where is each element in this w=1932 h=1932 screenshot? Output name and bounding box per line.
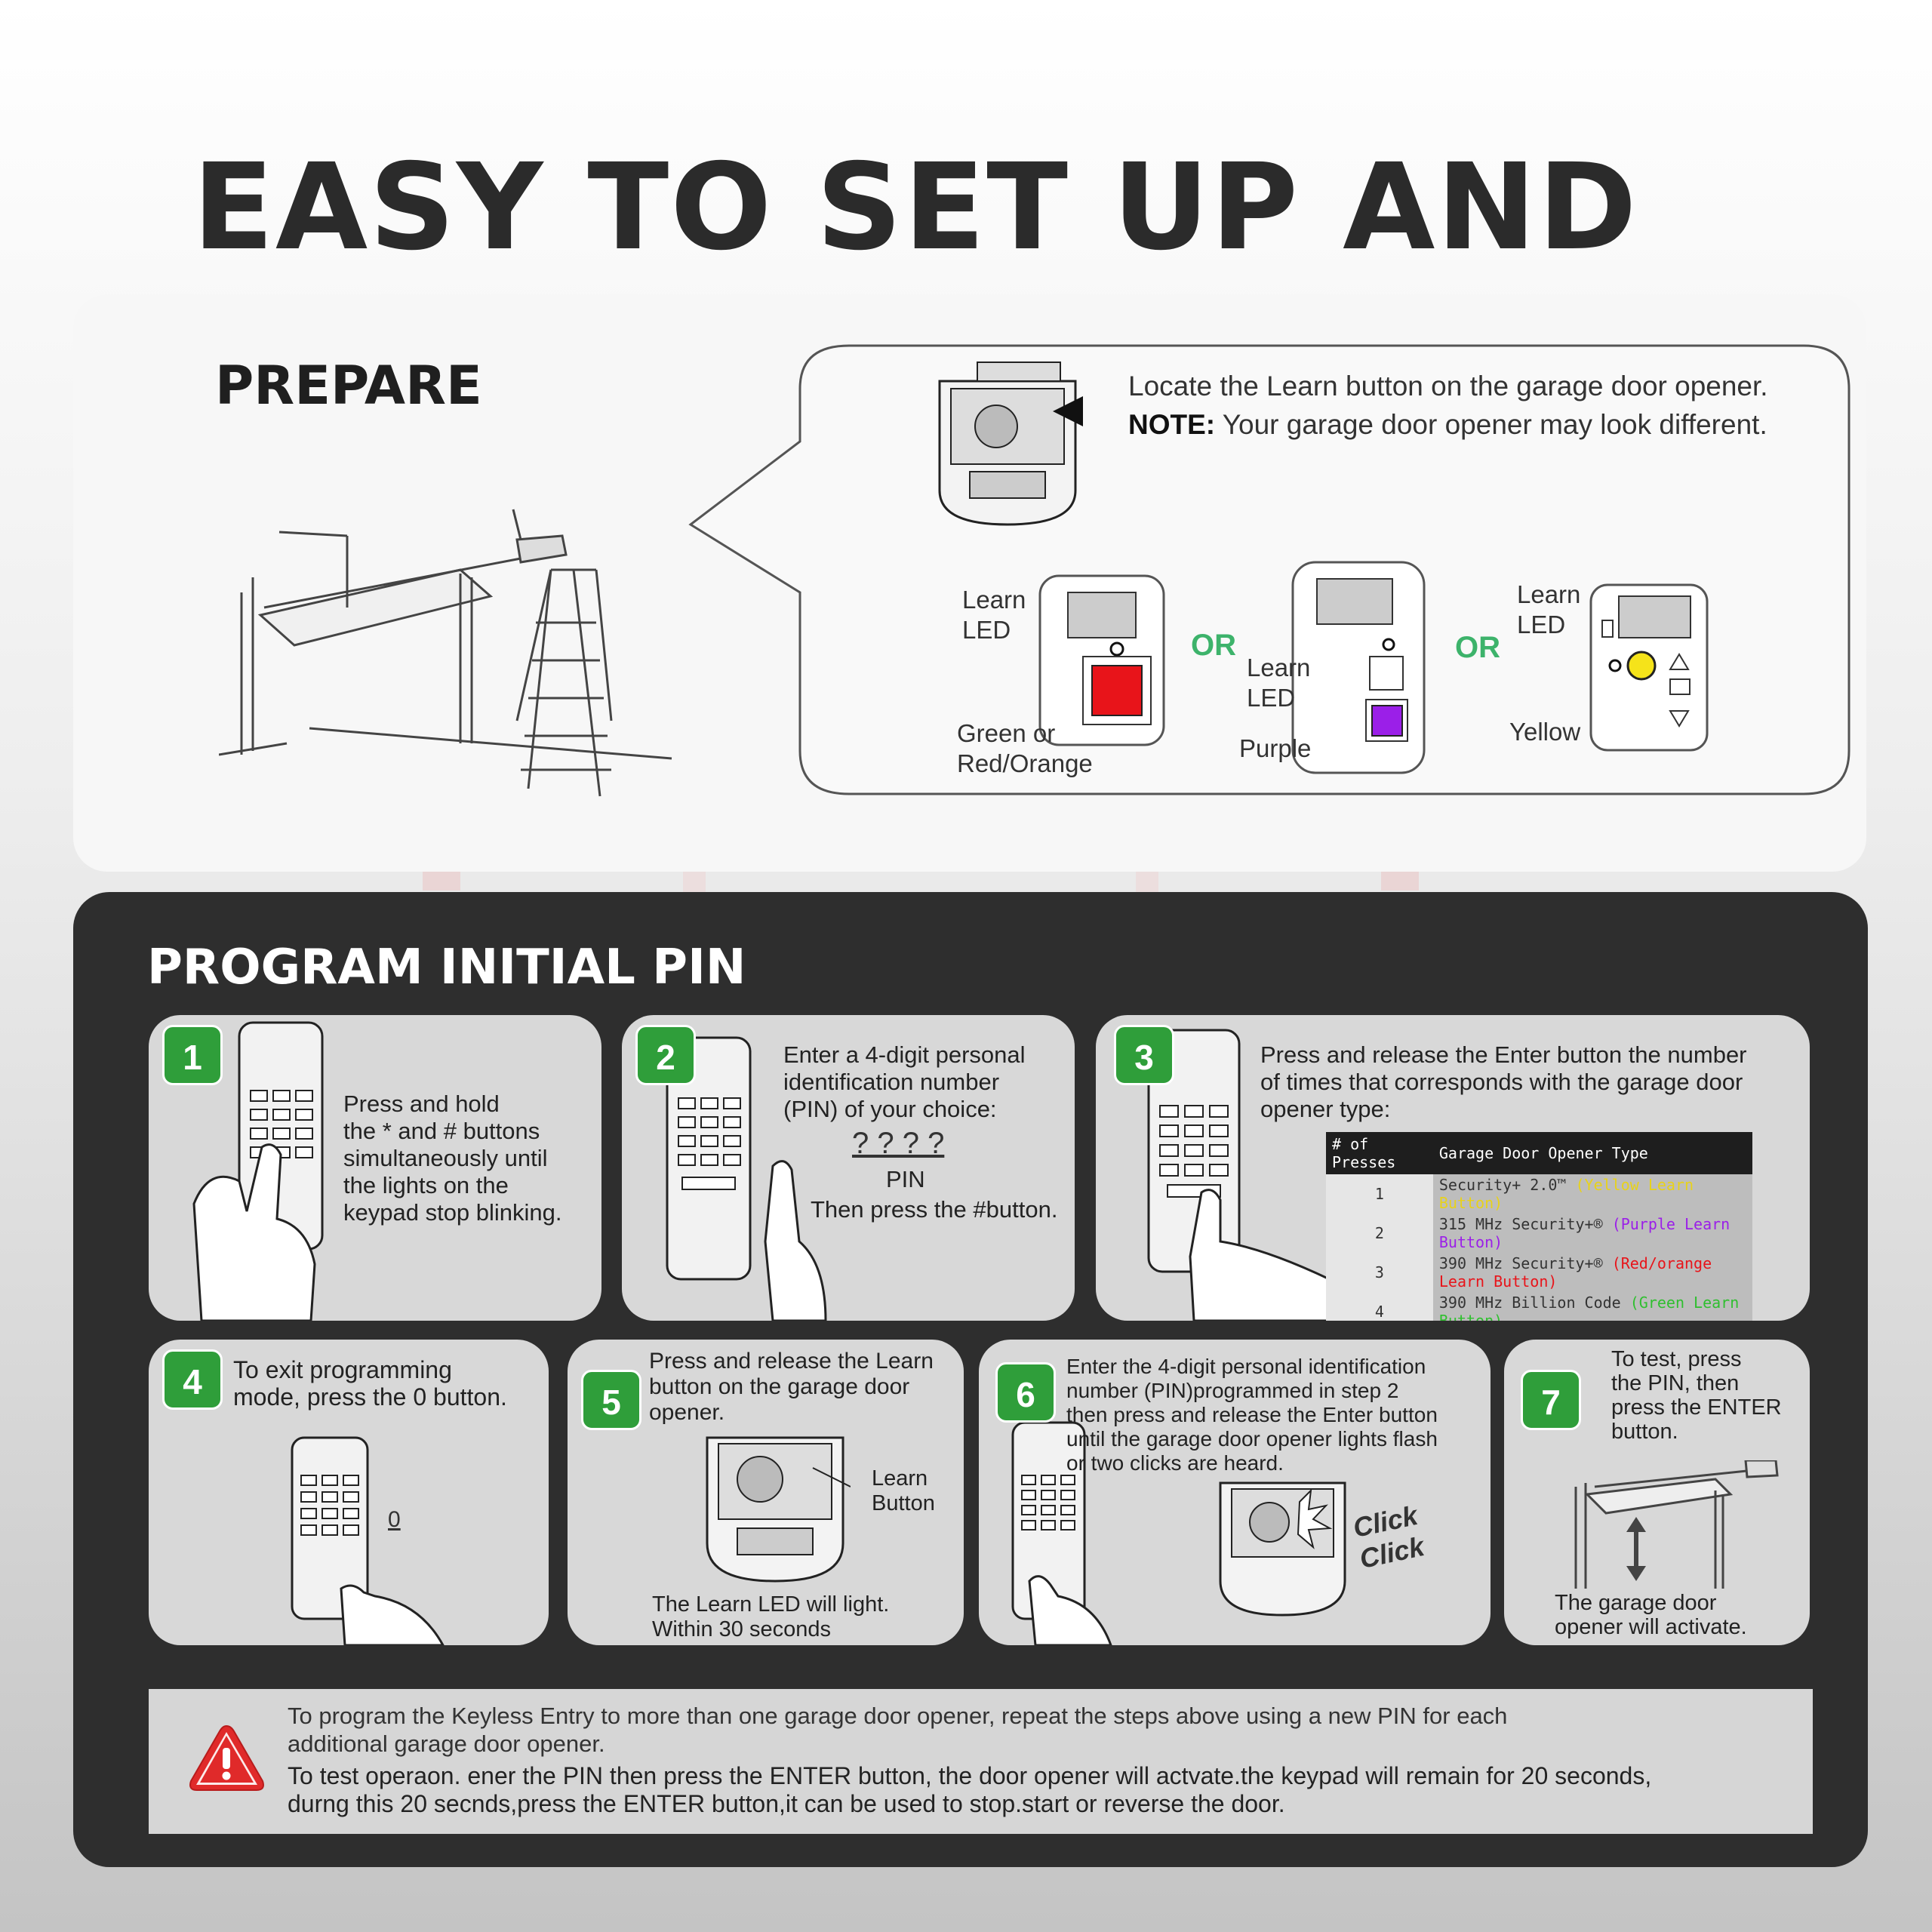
opener-learn-illustration bbox=[706, 1436, 851, 1583]
keypad-zero-illustration bbox=[291, 1436, 445, 1645]
keypad-enter-illustration bbox=[1147, 1029, 1354, 1321]
step-3-badge: 3 bbox=[1114, 1025, 1174, 1085]
table-header-type: Garage Door Opener Type bbox=[1432, 1132, 1752, 1174]
or-label-2: OR bbox=[1455, 631, 1500, 664]
variant1-led-label: Learn LED bbox=[962, 586, 1026, 644]
table-cell-presses: 3 bbox=[1326, 1253, 1433, 1292]
note-label: NOTE: bbox=[1128, 409, 1216, 440]
warning-text-2: To test operaon. ener the PIN then press… bbox=[288, 1762, 1652, 1817]
opener-type: 390 MHz Billion Code bbox=[1438, 1294, 1621, 1312]
step-6-badge: 6 bbox=[995, 1362, 1056, 1423]
learn-button-callout: Learn Button bbox=[872, 1466, 935, 1515]
opener-type-table: # of Presses Garage Door Opener Type 1 S… bbox=[1326, 1132, 1752, 1321]
learn-button-note: (Purple Learn Button) bbox=[1438, 1215, 1730, 1251]
opener-type: 315 MHz Security+® bbox=[1438, 1215, 1603, 1233]
program-heading: PROGRAM INITIAL PIN bbox=[147, 940, 746, 995]
pin-label: PIN bbox=[886, 1166, 925, 1192]
step-5-badge: 5 bbox=[581, 1370, 641, 1430]
step-5-card: 5 Press and release the Learn button on … bbox=[568, 1340, 964, 1645]
opener-click-illustration bbox=[1219, 1481, 1346, 1617]
variant2-led-label: Learn LED bbox=[1247, 654, 1311, 712]
step-1-text: Press and hold the * and # buttons simul… bbox=[343, 1091, 562, 1226]
warning-icon bbox=[189, 1724, 264, 1791]
step-1-card: 1 Press and hold the * and # buttons sim… bbox=[149, 1015, 601, 1321]
learn-panel-red bbox=[1038, 574, 1165, 746]
step-3-text: Press and release the Enter button the n… bbox=[1260, 1041, 1747, 1122]
table-row: 2 315 MHz Security+® (Purple Learn Butto… bbox=[1326, 1214, 1752, 1253]
step-2-text: Enter a 4-digit personal identification … bbox=[783, 1041, 1026, 1122]
table-cell-type: 390 MHz Billion Code (Green Learn Button… bbox=[1432, 1292, 1752, 1321]
step-7-after-text: The garage door opener will activate. bbox=[1555, 1591, 1747, 1639]
table-cell-type: 390 MHz Security+® (Red/orange Learn But… bbox=[1432, 1253, 1752, 1292]
learn-panel-purple bbox=[1291, 561, 1426, 774]
step-3-card: 3 Press and release the Enter button the… bbox=[1096, 1015, 1810, 1321]
table-row: 4 390 MHz Billion Code (Green Learn Butt… bbox=[1326, 1292, 1752, 1321]
or-label-1: OR bbox=[1191, 629, 1236, 662]
step-4-text: To exit programming mode, press the 0 bu… bbox=[233, 1356, 507, 1411]
pin-mask: ? ? ? ? bbox=[852, 1127, 945, 1160]
locate-text: Locate the Learn button on the garage do… bbox=[1128, 371, 1768, 401]
step-7-text: To test, press the PIN, then press the E… bbox=[1611, 1347, 1782, 1444]
table-cell-presses: 4 bbox=[1326, 1292, 1433, 1321]
opener-type: Security+ 2.0™ bbox=[1438, 1176, 1567, 1194]
keypad-hand-illustration bbox=[192, 1021, 324, 1321]
learn-panel-yellow bbox=[1589, 583, 1709, 752]
step-5-text: Press and release the Learn button on th… bbox=[649, 1349, 934, 1425]
click-sound-text: Click Click bbox=[1350, 1499, 1427, 1575]
step-7-card: 7 To test, press the PIN, then press the… bbox=[1504, 1340, 1810, 1645]
step-4-card: 4 To exit programming mode, press the 0 … bbox=[149, 1340, 549, 1645]
step-5-after-text: The Learn LED will light. Within 30 seco… bbox=[652, 1592, 890, 1641]
page-title: EASY TO SET UP AND SYNC bbox=[192, 138, 1638, 428]
variant3-led-label: Learn LED bbox=[1517, 580, 1581, 638]
step-4-badge: 4 bbox=[162, 1349, 223, 1410]
variant1-button-label: Green or Red/Orange bbox=[957, 719, 1093, 777]
table-cell-type: Security+ 2.0™ (Yellow Learn Button) bbox=[1432, 1174, 1752, 1214]
table-cell-presses: 2 bbox=[1326, 1214, 1433, 1253]
table-header-presses: # of Presses bbox=[1326, 1132, 1433, 1174]
step-1-badge: 1 bbox=[162, 1025, 223, 1085]
variant3-button-label: Yellow bbox=[1509, 718, 1581, 746]
step-2-card: 2 Enter a 4-digit personal identificatio… bbox=[622, 1015, 1075, 1321]
opener-head-illustration bbox=[938, 361, 1083, 526]
warning-box bbox=[149, 1689, 1813, 1834]
note-text: Your garage door opener may look differe… bbox=[1222, 409, 1767, 440]
step-2-after-text: Then press the #button. bbox=[811, 1196, 1058, 1223]
table-cell-presses: 1 bbox=[1326, 1174, 1433, 1214]
step-7-badge: 7 bbox=[1521, 1370, 1581, 1430]
table-row: 1 Security+ 2.0™ (Yellow Learn Button) bbox=[1326, 1174, 1752, 1214]
warning-text-1: To program the Keyless Entry to more tha… bbox=[288, 1703, 1508, 1757]
step-6-card: 6 Enter the 4-digit personal identificat… bbox=[979, 1340, 1491, 1645]
learn-button-note: (Green Learn Button) bbox=[1438, 1294, 1740, 1321]
step-2-badge: 2 bbox=[635, 1025, 696, 1085]
table-row: 3 390 MHz Security+® (Red/orange Learn B… bbox=[1326, 1253, 1752, 1292]
learn-button-note: (Yellow Learn Button) bbox=[1438, 1176, 1694, 1212]
garage-ladder-illustration bbox=[219, 509, 672, 797]
learn-button-note: (Red/orange Learn Button) bbox=[1438, 1254, 1712, 1291]
step-6-text: Enter the 4-digit personal identificatio… bbox=[1066, 1355, 1438, 1475]
variant2-button-label: Purple bbox=[1239, 734, 1312, 762]
table-cell-type: 315 MHz Security+® (Purple Learn Button) bbox=[1432, 1214, 1752, 1253]
garage-door-activate-illustration bbox=[1574, 1460, 1779, 1589]
zero-digit: 0 bbox=[388, 1507, 401, 1532]
note-line: NOTE: Your garage door opener may look d… bbox=[1128, 406, 1767, 444]
keypad-finger-illustration bbox=[666, 1036, 827, 1321]
prepare-heading: PREPARE bbox=[215, 355, 482, 417]
keypad-hand-step6 bbox=[1011, 1421, 1112, 1645]
opener-type: 390 MHz Security+® bbox=[1438, 1254, 1603, 1272]
